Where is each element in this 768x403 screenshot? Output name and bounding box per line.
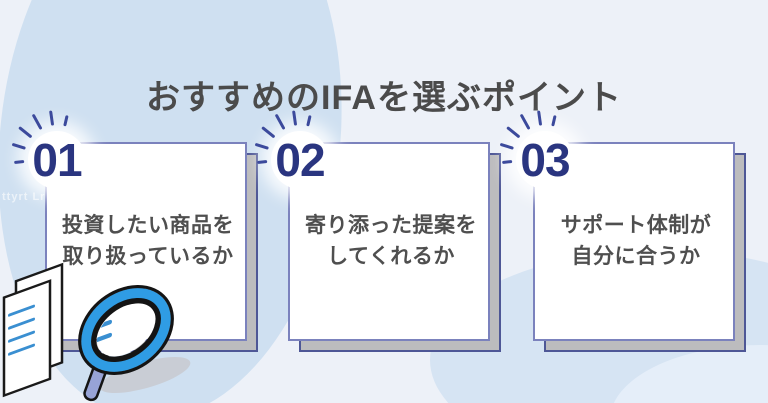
number-circle xyxy=(28,131,86,189)
documents-icon xyxy=(2,263,64,398)
point-number: 02 xyxy=(275,134,325,186)
magnifier-icon xyxy=(78,284,174,376)
swoosh-shadow xyxy=(99,357,191,393)
card-text: 投資したい商品を 取り扱っているか xyxy=(47,210,249,272)
card-text-line1: 寄り添った提案を xyxy=(305,214,477,237)
watermark-text: ttyrt Lr xyxy=(2,191,46,203)
card-text-line2: 自分に合うか xyxy=(571,245,701,268)
card-text: 寄り添った提案を してくれるか xyxy=(290,210,492,272)
point-card-2: 寄り添った提案を してくれるか 02 xyxy=(254,110,503,357)
card-text-line2: してくれるか xyxy=(327,245,455,268)
card-text-line1: サポート体制が xyxy=(560,214,712,237)
point-number: 03 xyxy=(520,134,570,186)
magnifier-documents-illustration xyxy=(2,263,191,402)
card-text-line1: 投資したい商品を xyxy=(62,214,234,237)
number-circle xyxy=(271,131,329,189)
document-text-lines xyxy=(8,304,35,356)
card-text: サポート体制が 自分に合うか xyxy=(535,210,737,272)
point-card-3: サポート体制が 自分に合うか 03 xyxy=(499,110,748,357)
page-title: おすすめのIFAを選ぶポイント xyxy=(146,78,622,117)
number-circle xyxy=(516,131,574,189)
card-text-line2: 取り扱っているか xyxy=(62,245,234,268)
point-number: 01 xyxy=(32,134,82,186)
point-card-1: 投資したい商品を 取り扱っているか 01 xyxy=(11,110,260,357)
